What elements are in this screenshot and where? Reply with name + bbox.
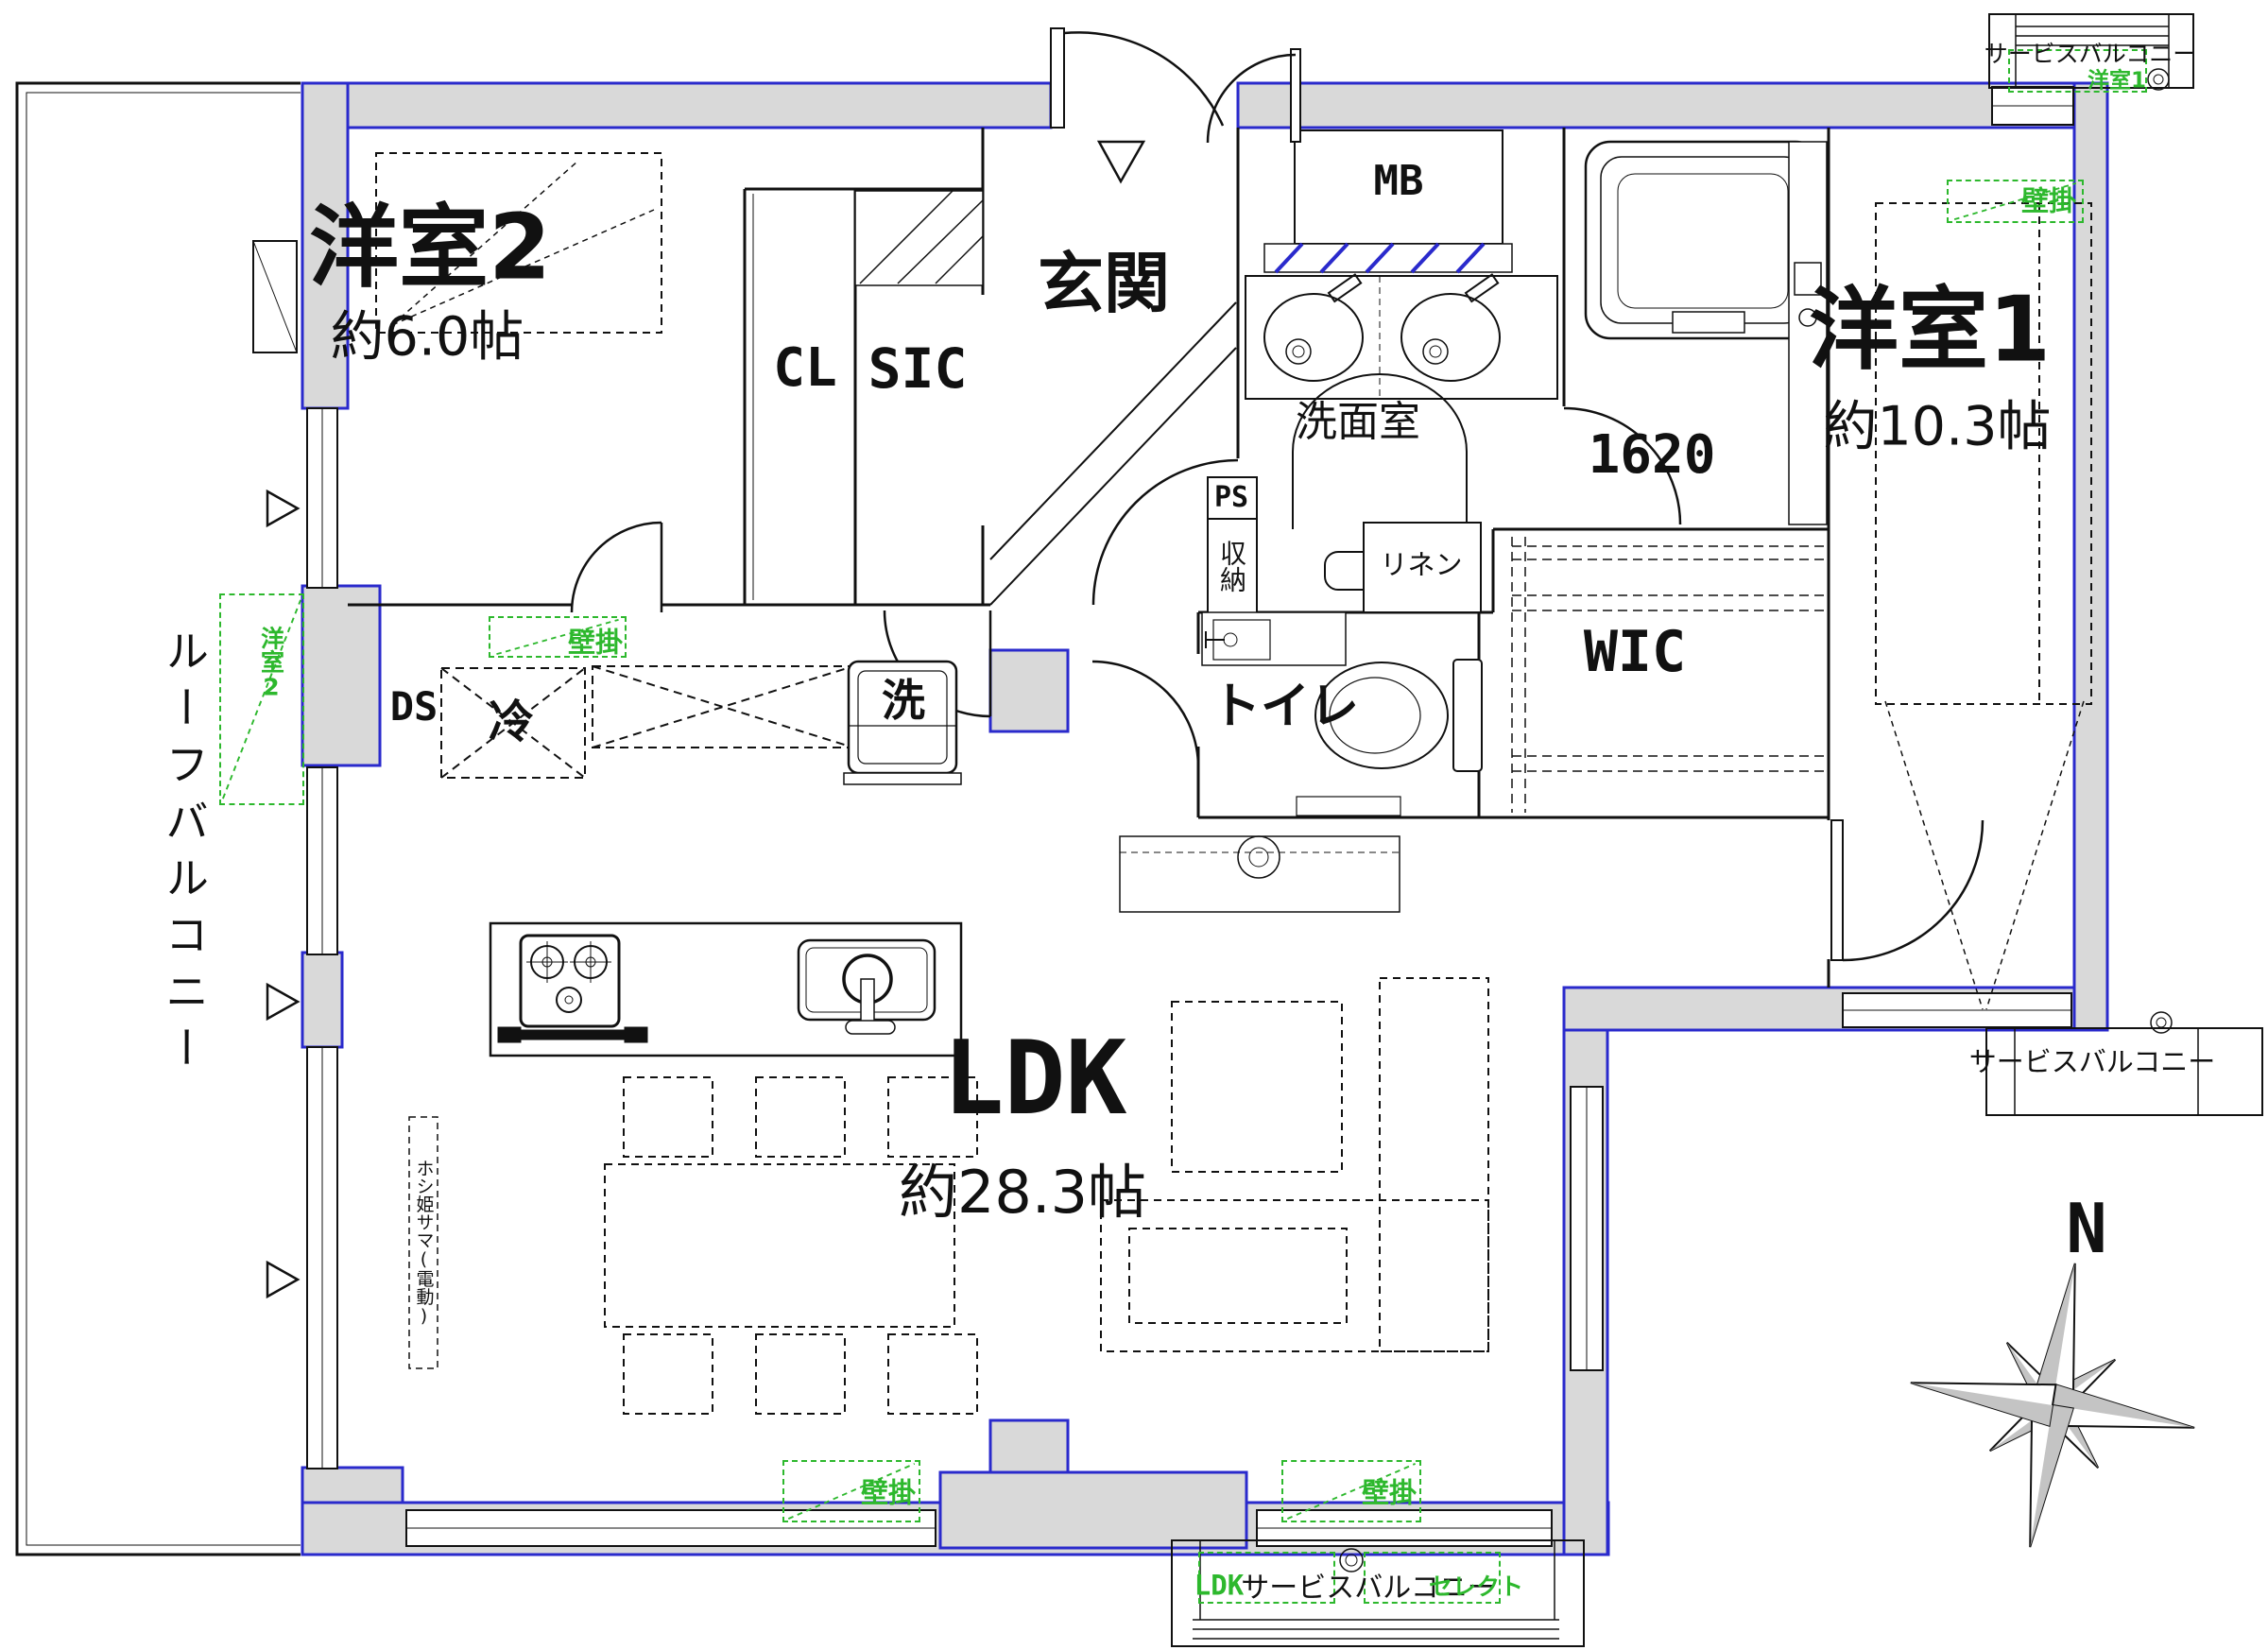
hoshihime-unit-outline (408, 1116, 438, 1369)
service-balcony-top (1988, 13, 2194, 91)
mb-box (1263, 129, 1513, 274)
shunou-label: 収納 (1216, 540, 1247, 593)
toilet-label: トイレ (1211, 679, 1360, 735)
sic-label: SIC (868, 336, 968, 401)
washing-machine (843, 660, 962, 785)
wic-label: WIC (1583, 619, 1687, 685)
sic-hatch (854, 190, 984, 286)
wall-mount-diagonal (1286, 1463, 1417, 1520)
toilet-fixture (1201, 611, 1483, 816)
doors (570, 27, 1984, 962)
ds-label: DS (389, 683, 438, 730)
ps-label: PS (1213, 481, 1249, 514)
bath-size-label: 1620 (1588, 424, 1716, 486)
service-balcony-right-label: サービスバルコニー (1968, 1045, 2216, 1078)
tag-ldk-label: LDK (1194, 1569, 1245, 1602)
sofa-outline (1100, 977, 1489, 1352)
service-balcony-bottom-label: サービスバルコニー (1241, 1572, 1496, 1605)
ldk-name: LDK (942, 1020, 1127, 1138)
fridge-label: 冷 (488, 696, 535, 748)
storage-boxes (1207, 476, 1482, 614)
room2-name: 洋室2 (308, 196, 552, 301)
tag-select-label: セレクト (1428, 1573, 1524, 1601)
tag-room2-label: 洋室2 (257, 626, 285, 701)
ac-box-room2-balcony (219, 593, 304, 805)
service-balcony-right (1985, 1011, 2263, 1116)
service-balcony-bottom (1171, 1539, 1585, 1647)
tag-room1-label: 洋室1 (2087, 68, 2147, 94)
wall-mount-box-ldk-left (782, 1460, 920, 1522)
room2-size: 約6.0帖 (330, 305, 524, 369)
kitchen-island (489, 921, 963, 1057)
walls (301, 81, 2109, 1556)
wall-mount-box-ldk-right (1281, 1460, 1421, 1522)
room1-size: 約10.3帖 (1823, 395, 2052, 458)
ac-box-ldk-balcony-right (1364, 1552, 1501, 1604)
ac-box-room1-balcony (2008, 49, 2147, 93)
roof-balcony-label: ルーフバルコニー (159, 628, 210, 1082)
cl-label: CL (773, 337, 837, 399)
washer-label: 洗 (882, 675, 925, 726)
bed2-outline (375, 152, 662, 334)
ldk-size: 約28.3帖 (898, 1158, 1147, 1227)
genkan-label: 玄関 (1038, 245, 1170, 322)
dining-set-outline (604, 1076, 978, 1415)
roof-balcony-outline (15, 81, 301, 1556)
fridge-outline (440, 667, 586, 779)
wall-mount-label-kitchen: 壁掛 (567, 626, 624, 659)
mb-label: MB (1373, 157, 1424, 205)
wall-mount-diagonal (1953, 181, 2077, 221)
senmenshitsu-label: 洗面室 (1296, 398, 1420, 446)
wall-mount-diagonal (787, 1463, 916, 1520)
balcony-drain-markers (266, 489, 301, 1299)
wall-mount-label-room1: 壁掛 (2020, 184, 2077, 217)
wic-shelving (1511, 537, 1824, 813)
service-balcony-top-label: サービスバルコニー (1984, 40, 2197, 68)
compass-rose (1910, 1263, 2195, 1548)
bed1-outline (1875, 202, 2092, 1010)
linen-label: リネン (1380, 548, 1463, 581)
compass-north-label: N (2066, 1189, 2107, 1268)
wall-mount-label-ldk-left: 壁掛 (860, 1476, 917, 1509)
hoshihime-label: ホシ姫サマ(電動) (413, 1159, 435, 1327)
vanity-double-sink (1245, 273, 1558, 400)
wall-mount-diagonal (496, 618, 619, 656)
wall-mount-box-room1 (1947, 180, 2084, 223)
wall-mount-label-ldk-right: 壁掛 (1361, 1476, 1418, 1509)
genkan-step-lines (989, 301, 1237, 606)
cupboard-outline (592, 665, 854, 748)
wall-mount-box-kitchen (489, 616, 627, 658)
hall-console (1119, 835, 1400, 913)
bathtub (1584, 140, 1828, 525)
room1-name: 洋室1 (1808, 278, 2052, 383)
ac-box-ldk-balcony-left (1198, 1552, 1335, 1604)
